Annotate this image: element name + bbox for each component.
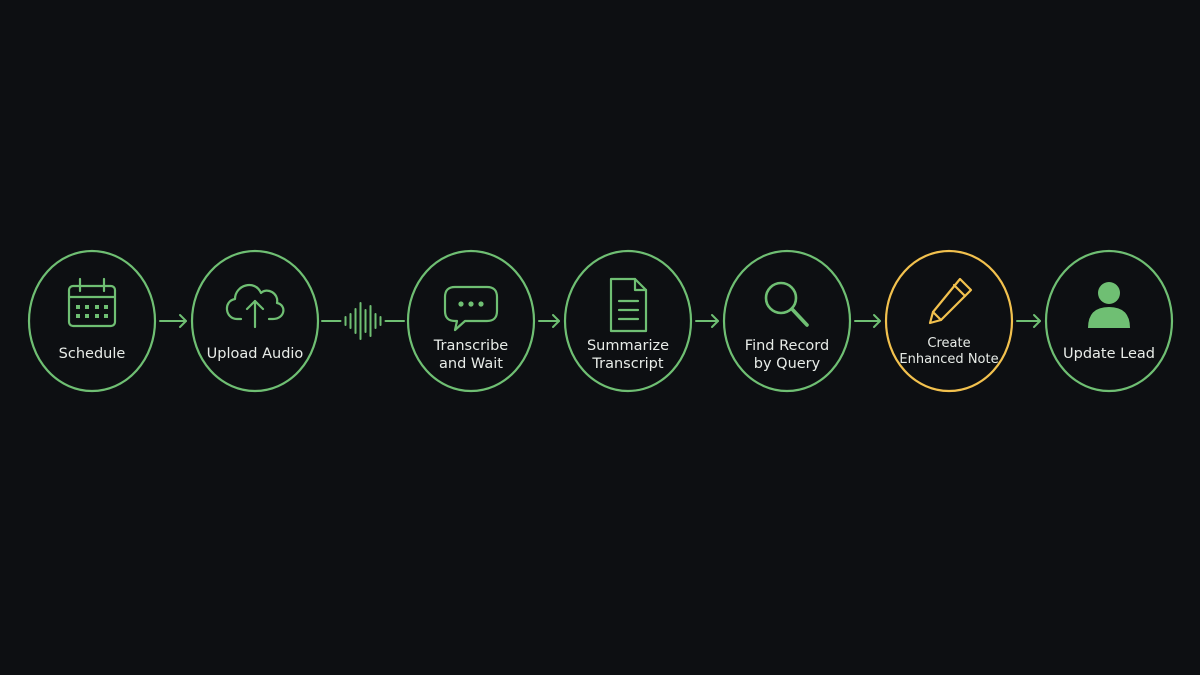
step-label: Enhanced Note: [899, 352, 998, 367]
arrow-head: [1033, 314, 1041, 328]
step-label: and Wait: [439, 356, 503, 372]
connector-arrow: [854, 314, 881, 328]
step-circle: [190, 249, 320, 393]
document-icon: [609, 277, 648, 333]
connectors: [159, 302, 1041, 340]
arrow-head: [873, 314, 881, 328]
step-upload-audio: Upload Audio: [190, 249, 320, 393]
arrow-head: [552, 314, 560, 328]
step-circle: [563, 249, 693, 393]
step-label: Transcript: [591, 356, 663, 372]
pencil-icon: [928, 277, 973, 325]
step-transcribe: Transcribe and Wait: [406, 249, 536, 393]
step-label: Find Record: [745, 338, 829, 354]
cloud-upload-icon: [225, 283, 285, 329]
step-label: Transcribe: [433, 338, 508, 354]
nodes: Schedule Upload Audio Transcribe and Wait Su…: [27, 249, 1174, 393]
step-update-lead: Update Lead: [1044, 249, 1174, 393]
connector-arrow: [538, 314, 560, 328]
connector-waveform: [321, 302, 405, 340]
arrow-head: [179, 314, 187, 328]
step-circle: [1044, 249, 1174, 393]
step-label: Schedule: [59, 346, 126, 362]
step-label: by Query: [754, 356, 821, 372]
calendar-icon: [67, 277, 117, 328]
step-circle: [27, 249, 157, 393]
step-circle: [884, 249, 1014, 393]
chat-bubble-icon: [443, 285, 499, 332]
search-icon: [764, 281, 809, 327]
step-circle: [406, 249, 536, 393]
connector-arrow: [695, 314, 719, 328]
step-find-record: Find Record by Query: [722, 249, 852, 393]
arrow-head: [711, 314, 719, 328]
step-schedule: Schedule: [27, 249, 157, 393]
step-label: Summarize: [587, 338, 669, 354]
connector-arrow: [159, 314, 187, 328]
connector-arrow: [1016, 314, 1041, 328]
step-label: Update Lead: [1063, 346, 1155, 362]
step-circle: [722, 249, 852, 393]
step-label: Upload Audio: [207, 346, 304, 362]
user-icon: [1088, 282, 1130, 328]
step-label: Create: [927, 336, 970, 351]
